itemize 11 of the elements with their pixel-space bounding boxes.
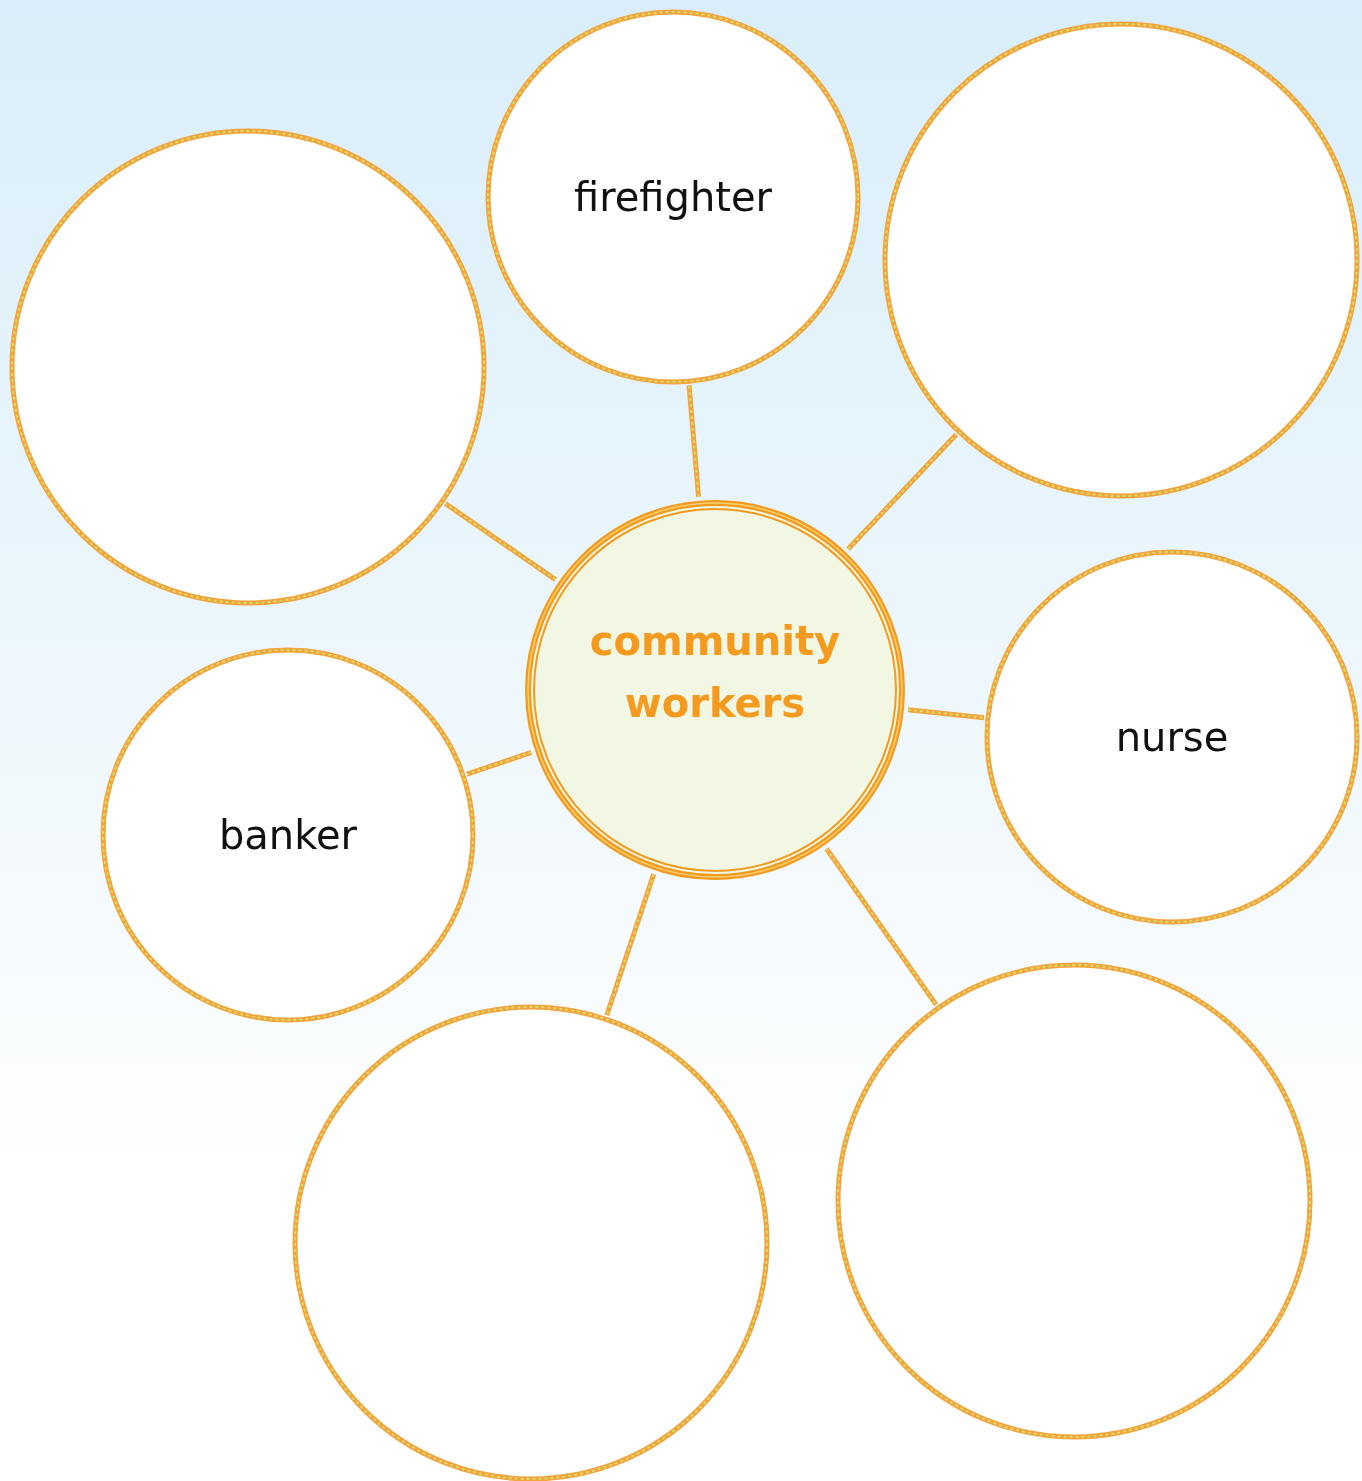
connector-line	[824, 847, 939, 1007]
connector-line	[604, 873, 657, 1017]
connector-line	[907, 707, 985, 721]
connector-line	[465, 750, 533, 777]
connector-line	[443, 501, 557, 582]
connector-line	[846, 432, 959, 551]
node-label: firefighter	[573, 174, 772, 220]
node-label: banker	[218, 812, 357, 858]
node-label: community workers	[588, 617, 842, 728]
connector-line	[686, 384, 702, 498]
node-label: nurse	[1115, 714, 1229, 760]
